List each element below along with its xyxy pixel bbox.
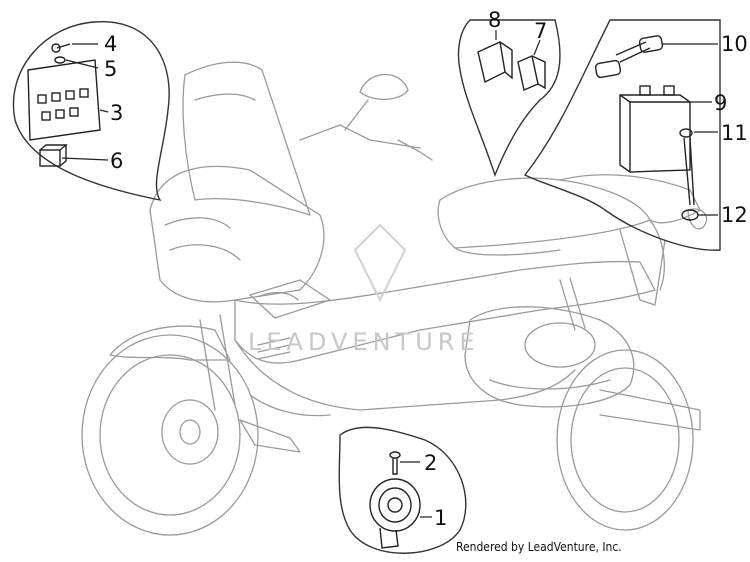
render-credit: Rendered by LeadVenture, Inc.: [456, 540, 622, 554]
part-relay-7: [517, 55, 546, 91]
callout-1: 1: [434, 506, 447, 530]
watermark-text: LEADVENTURE: [248, 328, 480, 356]
part-battery-strap-10: [594, 35, 664, 79]
callout-3: 3: [110, 101, 123, 125]
leader-lines: [61, 30, 718, 518]
part-horn-1: [369, 478, 421, 549]
scooter-illustration: [81, 61, 708, 536]
part-relay-holder-8: [477, 40, 513, 84]
callout-labels: 4 5 3 6 8 7 10 9 11 12 2 1: [104, 8, 748, 530]
callout-9: 9: [714, 91, 727, 115]
part-vent-tube-11: [679, 128, 695, 206]
callout-7: 7: [534, 19, 547, 43]
callout-5: 5: [104, 57, 117, 81]
callout-12: 12: [721, 203, 748, 227]
part-battery-9: [619, 85, 691, 173]
callout-4: 4: [104, 32, 117, 56]
detail-bubbles: [12, 19, 721, 554]
watermark: LEADVENTURE: [248, 223, 480, 356]
part-relay-6: [39, 144, 68, 167]
callout-8: 8: [488, 8, 501, 32]
part-relay-plate: [27, 59, 101, 141]
callout-6: 6: [110, 149, 123, 173]
callout-10: 10: [721, 32, 748, 56]
part-bolt-2: [389, 451, 401, 475]
part-screw-4: [51, 43, 71, 64]
callout-11: 11: [721, 121, 748, 145]
callout-2: 2: [424, 451, 437, 475]
